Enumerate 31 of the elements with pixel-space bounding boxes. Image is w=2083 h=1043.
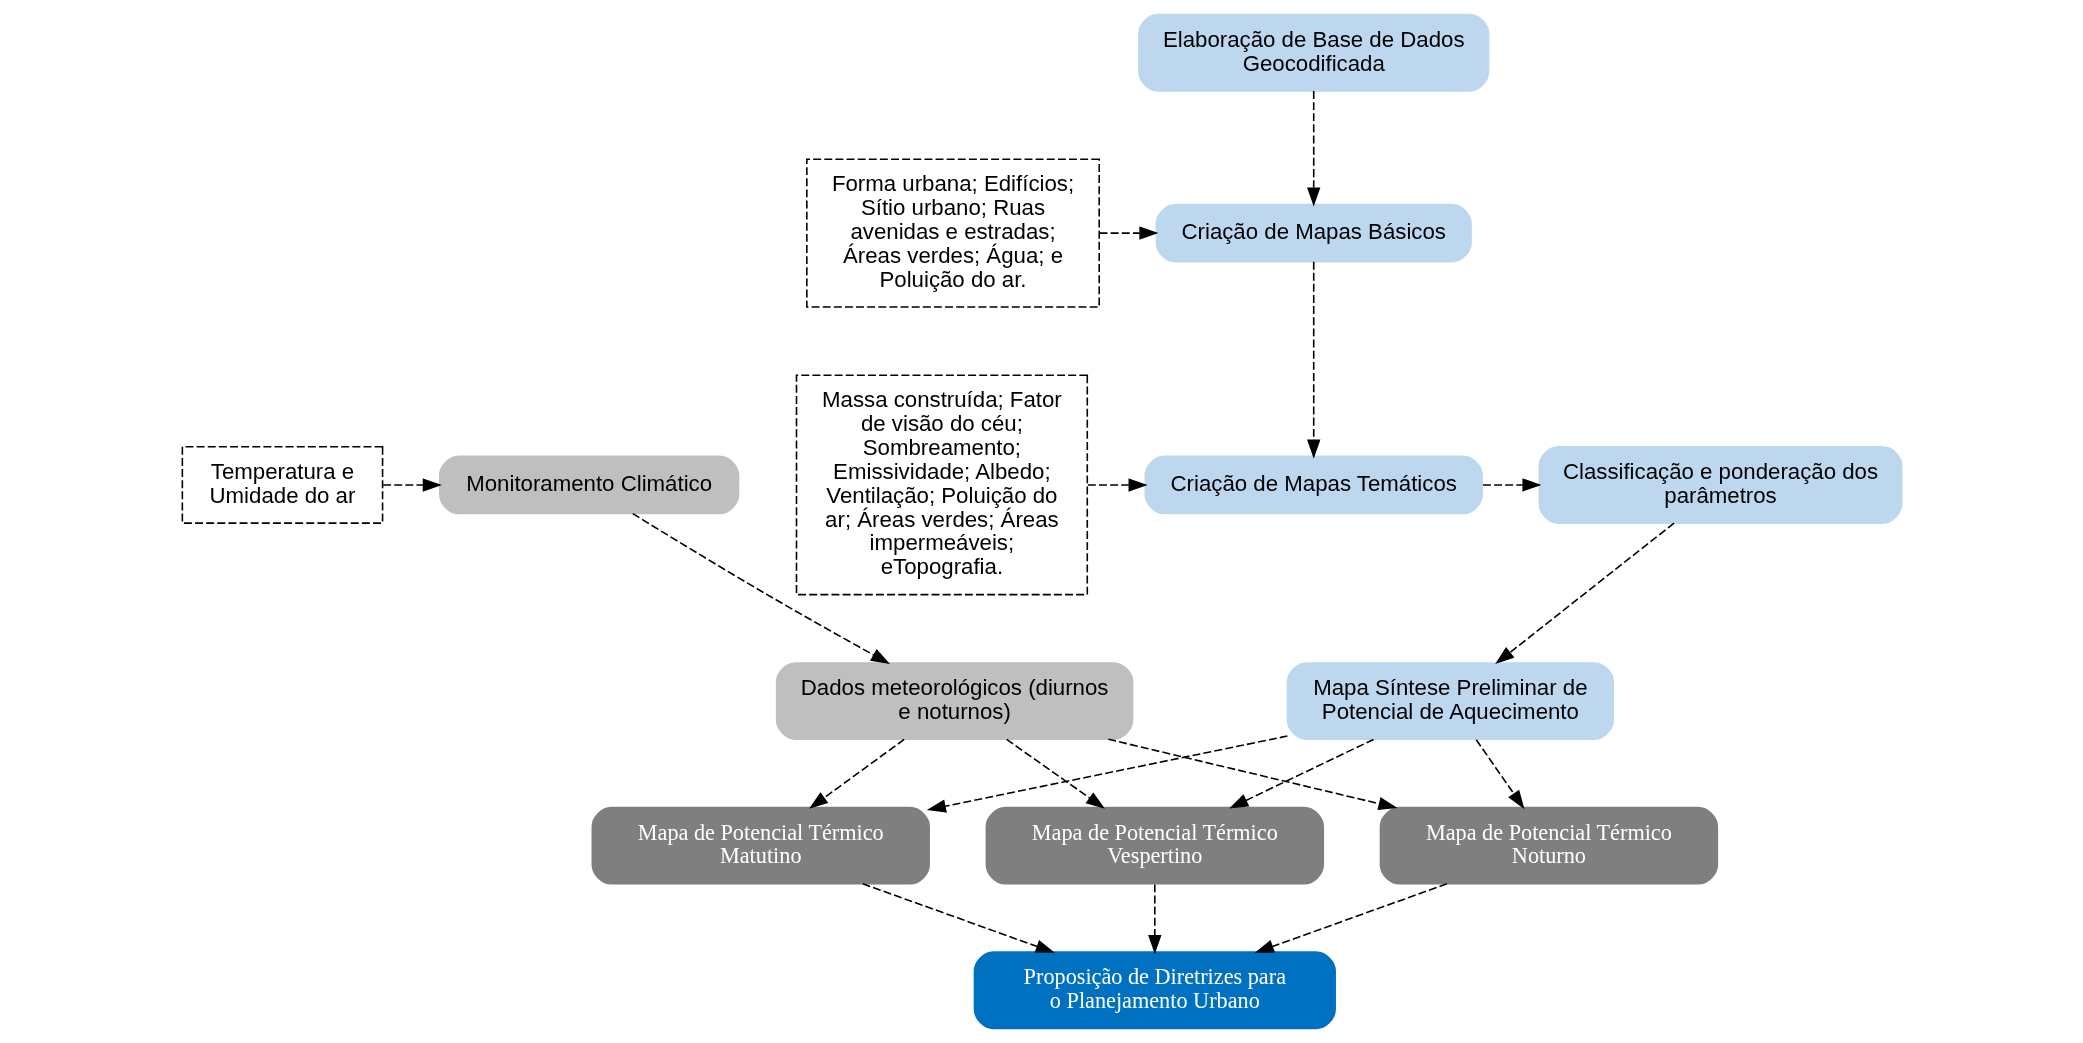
arrow [1306,261,1320,459]
node-box: Classificação e ponderação dos parâmetros [1538,446,1902,524]
arrow [1098,226,1158,240]
node-box: Elaboração de Base de Dados Geocodificada [1137,13,1489,92]
arrow [1481,478,1541,492]
arrow [1254,883,1448,953]
arrow [808,738,905,809]
arrow [1474,739,1525,810]
node-box: Massa construída; Fator de visão do céu; Sombreamento; Emissividade; Albedo; Ventilação; Poluição do ar; Áreas verdes; Áreas impermeáveis; eTopografia. [795,374,1088,596]
arrow [1005,738,1105,809]
node-box: Forma urbana; Edifícios; Sítio urbano; Ruas avenidas e estradas; Áreas verdes; Água; e Poluição do ar. [805,158,1100,308]
node-box: Mapa de Potencial Térmico Matutino [591,806,930,885]
node-box: Mapa Síntese Preliminar de Potencial de Aquecimento [1286,662,1614,740]
node-box: Criação de Mapas Básicos [1155,203,1472,263]
arrow [1228,738,1374,809]
arrow [631,512,890,665]
node-box: Criação de Mapas Temáticos [1144,455,1483,515]
arrow [926,735,1288,813]
node-box: Mapa de Potencial Térmico Noturno [1379,806,1718,885]
node-box: Proposição de Diretrizes para o Planejamento Urbano [973,951,1336,1030]
arrow [1107,738,1398,811]
arrow [861,883,1055,953]
node-box: Mapa de Potencial Térmico Vespertino [985,806,1324,885]
arrow [1494,522,1675,665]
arrow [1147,883,1161,955]
node-box: Temperatura e Umidade do ar [181,446,383,524]
node-box: Dados meteorológicos (diurnos e noturnos) [775,662,1133,740]
arrow [1086,478,1148,492]
node-box: Monitoramento Climático [438,455,739,515]
arrow [381,478,442,492]
arrow [1306,90,1320,207]
